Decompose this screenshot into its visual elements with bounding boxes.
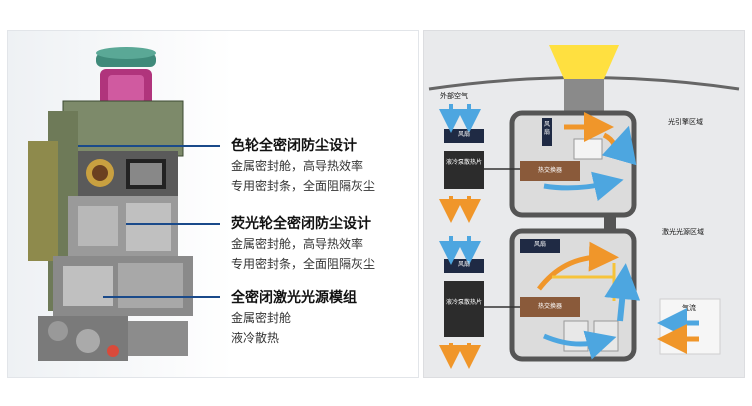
- group3-line1: 金属密封舱: [231, 311, 292, 325]
- heat-exchanger-label-bottom: 热交换器: [537, 303, 562, 310]
- group1-line1: 金属密封舱，高导热效率: [231, 159, 364, 173]
- fan-label-upper-inner: 风扇: [543, 121, 550, 136]
- heat-exchanger-label-top: 热交换器: [537, 167, 562, 174]
- group1-title: 色轮全密闭防尘设计: [231, 138, 357, 154]
- group2-title: 荧光轮全密闭防尘设计: [231, 216, 371, 232]
- laser-zone-label: 激光光源区域: [662, 228, 704, 236]
- group3-line2: 液冷散热: [231, 331, 280, 345]
- airflow-legend-label: 气流: [682, 304, 696, 312]
- projector-module-illustration: [28, 47, 220, 361]
- fan-label-top: 风扇: [457, 131, 470, 138]
- group2-line1: 金属密封舱，高导热效率: [231, 237, 364, 251]
- fan-label-inner: 风扇: [533, 241, 546, 248]
- left-panel: 色轮全密闭防尘设计 金属密封舱，高导热效率 专用密封条，全面阻隔灰尘 荧光轮全密…: [7, 30, 419, 378]
- outside-air-label: 外部空气: [440, 92, 468, 100]
- airflow-diagram: [428, 45, 740, 369]
- group2-line2: 专用密封条，全面阻隔灰尘: [231, 257, 376, 271]
- group1-line2: 专用密封条，全面阻隔灰尘: [231, 179, 376, 193]
- group3-title: 全密闭激光光源模组: [231, 290, 357, 306]
- fan-label-bottom: 风扇: [457, 261, 470, 268]
- radiator-label-top: 液冷泵散热片: [446, 159, 483, 166]
- right-panel: 外部空气 风扇 风扇 风扇 风扇 液冷泵散热片 液冷泵散热片 热交换器 热交换器…: [423, 30, 745, 378]
- radiator-label-bottom: 液冷泵散热片: [446, 299, 483, 306]
- optics-zone-label: 光引擎区域: [668, 118, 703, 126]
